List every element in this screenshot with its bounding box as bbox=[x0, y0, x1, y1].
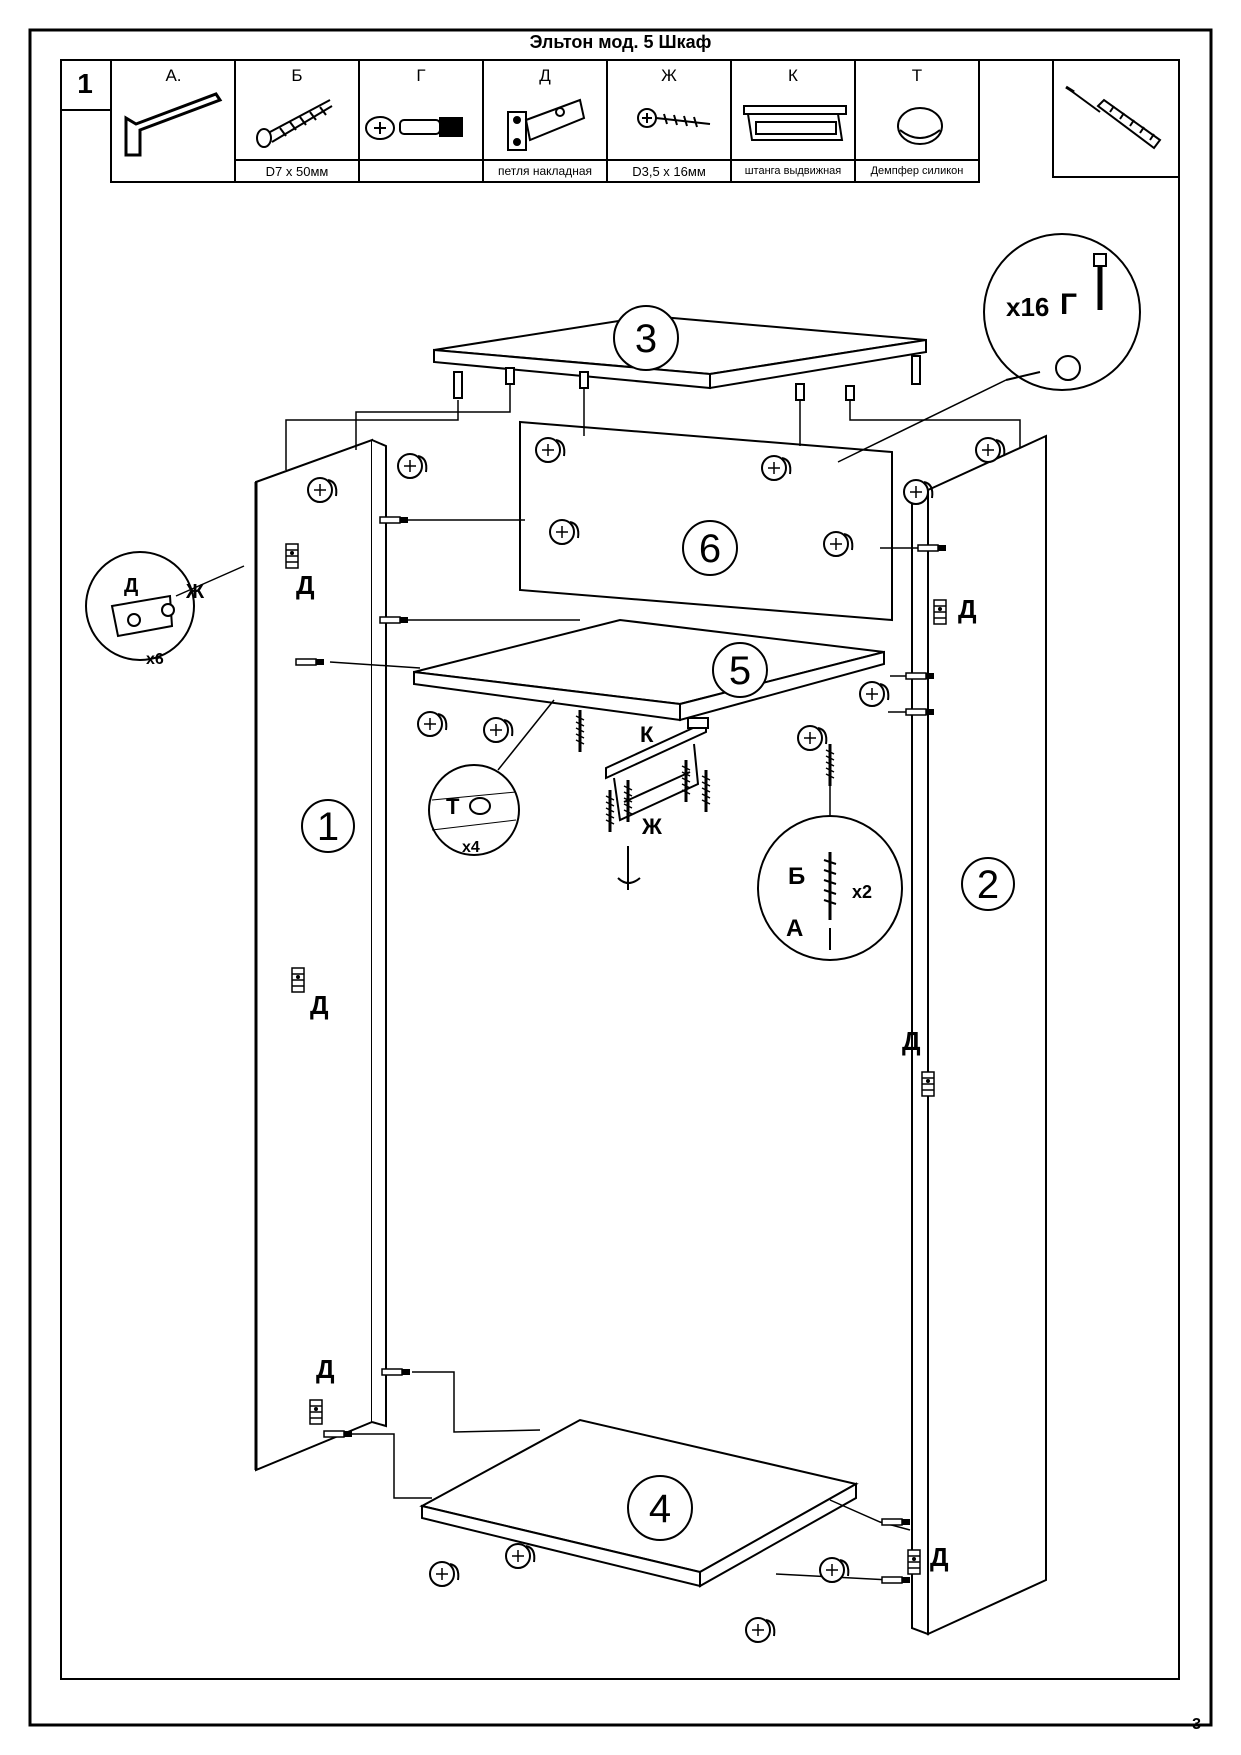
panel-5-number: 5 bbox=[729, 649, 751, 693]
tool-box bbox=[1052, 59, 1180, 178]
panel-3-number: 3 bbox=[635, 317, 657, 361]
screw-label: Ж bbox=[641, 814, 662, 839]
part-t-caption: Демпфер силикон bbox=[870, 165, 964, 177]
screwdriver-icon bbox=[1065, 85, 1162, 150]
panel-number-circles bbox=[301, 305, 1015, 1541]
callout-hinge-label: Д bbox=[124, 575, 138, 597]
parts-table bbox=[110, 59, 980, 183]
part-k-letter: К bbox=[788, 66, 798, 85]
rail-label: К bbox=[640, 722, 654, 747]
hinge-label-right-middle: Д bbox=[902, 1026, 921, 1056]
panel-2-right-side bbox=[911, 434, 1047, 1636]
wood-screw-icon bbox=[637, 108, 711, 128]
part-d-letter: Д bbox=[539, 66, 551, 85]
page-frame bbox=[28, 28, 1213, 1727]
callout-screw-label: Ж bbox=[185, 581, 205, 603]
hinge-label-right-top: Д bbox=[958, 594, 977, 624]
hinge-label-left-top: Д bbox=[296, 570, 315, 600]
hinge-label-left-bottom: Д bbox=[316, 1354, 335, 1384]
damper-label: Т bbox=[446, 794, 460, 819]
pull-out-rail-icon bbox=[743, 105, 847, 141]
hinge-detail-callout bbox=[85, 551, 245, 661]
hinge-quantity: x6 bbox=[146, 651, 164, 668]
cam-lock-icon bbox=[365, 116, 463, 140]
part-zh-letter: Ж bbox=[661, 66, 677, 85]
panel-1-number: 1 bbox=[317, 805, 339, 849]
damper-detail-callout bbox=[428, 699, 555, 856]
hex-key-icon bbox=[124, 92, 223, 157]
panel-1-left-side bbox=[254, 438, 387, 1472]
part-b-letter: Б bbox=[291, 66, 303, 85]
part-k-caption: штанга выдвижная bbox=[744, 165, 842, 177]
damper-quantity: x4 bbox=[462, 839, 480, 856]
part-d-caption: петля накладная bbox=[497, 164, 592, 178]
part-t-letter: Т bbox=[911, 66, 923, 85]
confirmat-label: Б bbox=[788, 863, 805, 890]
confirmat-screw-icon bbox=[256, 99, 333, 148]
confirmat-detail-callout bbox=[757, 778, 903, 961]
confirmat-quantity: x2 bbox=[852, 882, 872, 902]
part-zh-caption: D3,5 x 16мм bbox=[632, 164, 706, 179]
panel-2-number: 2 bbox=[977, 863, 999, 907]
cam-label: Г bbox=[1060, 288, 1077, 321]
hinge-label-left-middle: Д bbox=[310, 990, 329, 1020]
connector-lines bbox=[285, 384, 1021, 1581]
step-box bbox=[60, 59, 112, 111]
panel-5-shelf bbox=[413, 618, 885, 722]
hinge-label-right-bottom: Д bbox=[930, 1542, 949, 1572]
part-a-letter: А. bbox=[165, 66, 182, 85]
screwdriver-turn-icon bbox=[617, 846, 641, 890]
silicone-damper-icon bbox=[897, 107, 943, 145]
panel-6-number: 6 bbox=[699, 527, 721, 571]
panel-4-number: 4 bbox=[649, 1487, 671, 1531]
panel-3-top bbox=[433, 314, 927, 390]
cam-quantity: x16 bbox=[1006, 292, 1049, 322]
rail-assembly bbox=[605, 717, 709, 822]
hinge-icon bbox=[507, 98, 586, 151]
cam-detail-callout bbox=[837, 233, 1141, 463]
part-b-caption: D7 x 50мм bbox=[265, 164, 329, 179]
hexkey-label: А bbox=[786, 915, 803, 942]
top-dowels bbox=[453, 355, 921, 401]
page-title: Эльтон мод. 5 Шкаф bbox=[529, 32, 712, 52]
part-g-letter: Г bbox=[416, 66, 426, 85]
step-number: 1 bbox=[77, 68, 93, 99]
